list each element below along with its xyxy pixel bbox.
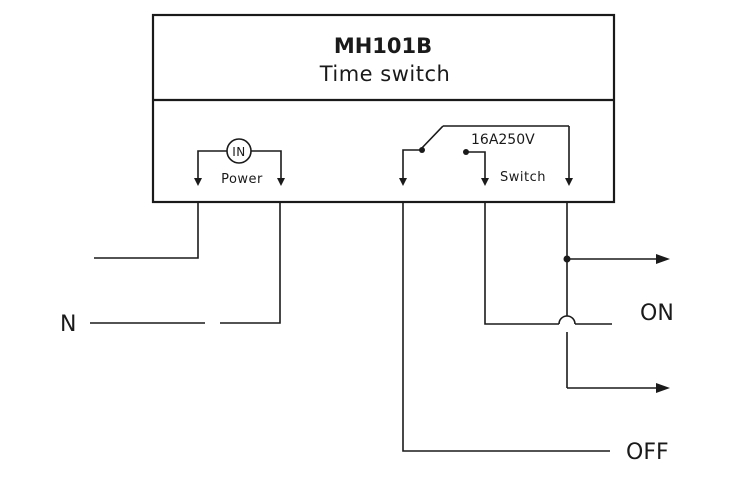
switch-common-arrow-icon — [399, 178, 407, 186]
switch-no-arrow-icon — [481, 178, 489, 186]
live-wire — [94, 202, 199, 259]
on-label: ON — [640, 301, 674, 326]
power-label: Power — [221, 172, 263, 187]
switch-common-lead — [402, 149, 420, 178]
neutral-wire-right — [220, 202, 281, 324]
device-enclosure — [151, 13, 616, 204]
output-lower-arrow-icon — [656, 383, 670, 393]
switch-rating: 16A250V — [471, 132, 535, 148]
switch-wiring — [402, 202, 670, 452]
off-label: OFF — [626, 440, 669, 465]
device-type: Time switch — [319, 62, 451, 86]
power-right-arrow-icon — [277, 178, 285, 186]
enclosure-outline — [151, 13, 616, 204]
switch-pivot-dot — [419, 147, 425, 153]
switch-nc-arrow-icon — [565, 178, 573, 186]
power-left-arrow-icon — [194, 178, 202, 186]
wire-crossover-hop — [558, 315, 576, 325]
switch-label: Switch — [500, 170, 546, 185]
output-upper-arrow-icon — [656, 254, 670, 264]
on-wire-in — [484, 202, 559, 325]
switch-no-lead — [466, 151, 486, 178]
switch-contact-group: 16A250V Switch — [399, 125, 573, 186]
power-left-lead — [197, 150, 227, 178]
power-terminal-group: IN Power — [194, 138, 285, 187]
neutral-label: N — [60, 312, 76, 337]
device-model: MH101B — [334, 34, 432, 58]
power-right-lead — [251, 150, 282, 178]
off-wire — [402, 202, 610, 452]
power-in-symbol: IN — [232, 145, 246, 159]
power-wiring — [90, 202, 281, 324]
switch-blade — [419, 125, 444, 151]
